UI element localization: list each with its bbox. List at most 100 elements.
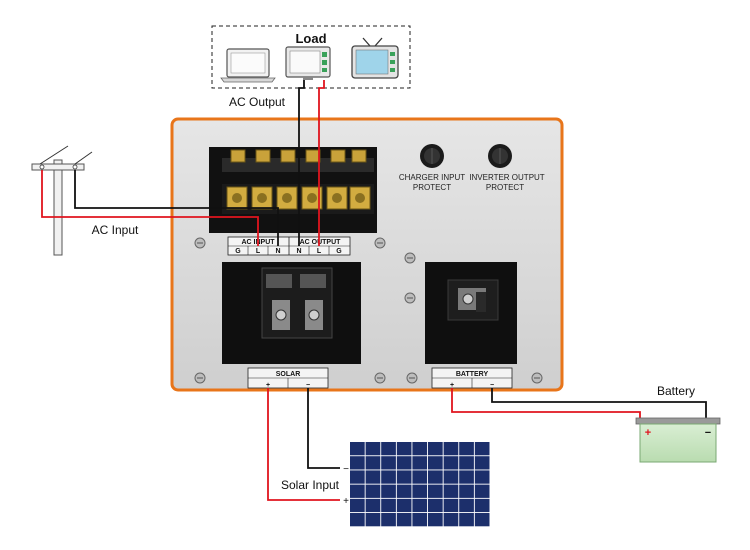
terminal-screw-row-top xyxy=(230,149,367,163)
monitor-icon xyxy=(285,46,331,80)
solar-positive-wire xyxy=(267,388,340,501)
battery-minus-label: − xyxy=(490,382,494,389)
solar-cell xyxy=(365,513,381,527)
screw-icon xyxy=(404,292,416,304)
solar-cell xyxy=(412,513,428,527)
solar-cell xyxy=(428,513,443,527)
battery-label-strip: BATTERY + − xyxy=(431,367,513,389)
solar-cell xyxy=(365,442,381,456)
solar-cell xyxy=(350,498,365,513)
battery-minus-sign: − xyxy=(705,427,711,439)
battery-positive-wire xyxy=(451,388,641,420)
screw-icon xyxy=(531,372,543,384)
inverter-output-label: INVERTER OUTPUT xyxy=(469,173,545,182)
solar-cell xyxy=(443,442,459,456)
solar-negative-wire xyxy=(307,388,340,469)
terminal-label-l-in: L xyxy=(256,248,261,255)
solar-cell xyxy=(350,456,365,470)
solar-cell xyxy=(474,470,490,484)
load-box xyxy=(211,25,411,89)
solar-cell xyxy=(412,442,428,456)
solar-cell xyxy=(443,484,459,498)
battery-icon: + − xyxy=(635,417,721,463)
solar-cell xyxy=(459,513,474,527)
solar-cell xyxy=(428,470,443,484)
battery-plus-label: + xyxy=(450,382,454,389)
solar-header: SOLAR xyxy=(276,371,301,378)
solar-cell xyxy=(428,498,443,513)
inverter-protect-label: PROTECT xyxy=(486,183,524,192)
solar-cell xyxy=(396,484,412,498)
battery-terminal-block xyxy=(447,279,499,321)
solar-cell xyxy=(381,456,396,470)
solar-cell xyxy=(459,442,474,456)
solar-cell xyxy=(365,470,381,484)
solar-cell xyxy=(428,456,443,470)
solar-cell xyxy=(443,456,459,470)
utility-pole-icon xyxy=(31,145,93,256)
solar-cell xyxy=(365,498,381,513)
solar-cell xyxy=(412,484,428,498)
inverter-housing: AC INPUT AC OUTPUT G L N N L G CHARGER I… xyxy=(170,117,564,392)
solar-cell xyxy=(350,442,365,456)
ac-output-label: AC Output xyxy=(229,95,286,109)
solar-cell xyxy=(381,498,396,513)
solar-plus-label: + xyxy=(266,382,270,389)
screw-icon xyxy=(374,372,386,384)
screw-icon xyxy=(404,252,416,264)
solar-cell xyxy=(459,470,474,484)
solar-input-label: Solar Input xyxy=(281,478,340,492)
ac-input-live-wire xyxy=(41,170,259,246)
solar-minus-label: − xyxy=(306,382,310,389)
solar-cell xyxy=(474,456,490,470)
solar-cell xyxy=(365,456,381,470)
battery-plus-sign: + xyxy=(645,427,651,439)
battery-negative-wire xyxy=(491,388,707,420)
solar-cell xyxy=(350,470,365,484)
terminal-label-l-out: L xyxy=(317,248,322,255)
solar-cell xyxy=(365,484,381,498)
solar-cell xyxy=(350,513,365,527)
solar-cell xyxy=(412,470,428,484)
solar-cell xyxy=(412,498,428,513)
wires xyxy=(41,80,707,501)
battery-header: BATTERY xyxy=(456,371,489,378)
solar-cell xyxy=(396,456,412,470)
solar-panel-plus: + xyxy=(343,496,349,507)
charger-input-protect-knob[interactable] xyxy=(420,144,444,168)
solar-cell xyxy=(459,498,474,513)
screw-icon xyxy=(406,372,418,384)
solar-cell xyxy=(443,498,459,513)
load-group: Load xyxy=(211,25,411,89)
charger-protect-label: PROTECT xyxy=(413,183,451,192)
solar-cell xyxy=(474,484,490,498)
solar-cell xyxy=(459,484,474,498)
terminal-label-g-out: G xyxy=(336,248,342,255)
solar-cell xyxy=(396,442,412,456)
ac-output-header: AC OUTPUT xyxy=(300,239,342,246)
terminal-label-strip: AC INPUT AC OUTPUT G L N N L G xyxy=(227,236,351,256)
solar-cell xyxy=(350,484,365,498)
solar-cell xyxy=(381,484,396,498)
solar-cell xyxy=(474,513,490,527)
solar-panel-icon xyxy=(348,440,494,530)
terminal-label-n-out: N xyxy=(296,248,301,255)
screw-icon xyxy=(194,237,206,249)
tv-icon xyxy=(351,37,399,79)
screw-icon xyxy=(194,372,206,384)
solar-cell xyxy=(459,456,474,470)
solar-cell xyxy=(443,470,459,484)
solar-cell xyxy=(396,470,412,484)
ac-output-live-wire xyxy=(318,80,325,246)
solar-cell xyxy=(428,442,443,456)
solar-cell xyxy=(443,513,459,527)
terminal-screw-row-bottom xyxy=(226,186,371,210)
battery-label: Battery xyxy=(657,384,695,398)
solar-cell xyxy=(381,470,396,484)
inverter-output-protect-knob[interactable] xyxy=(488,144,512,168)
load-label: Load xyxy=(295,31,326,46)
solar-cell xyxy=(428,484,443,498)
ac-output-neutral-wire xyxy=(298,80,305,246)
solar-cell xyxy=(474,498,490,513)
